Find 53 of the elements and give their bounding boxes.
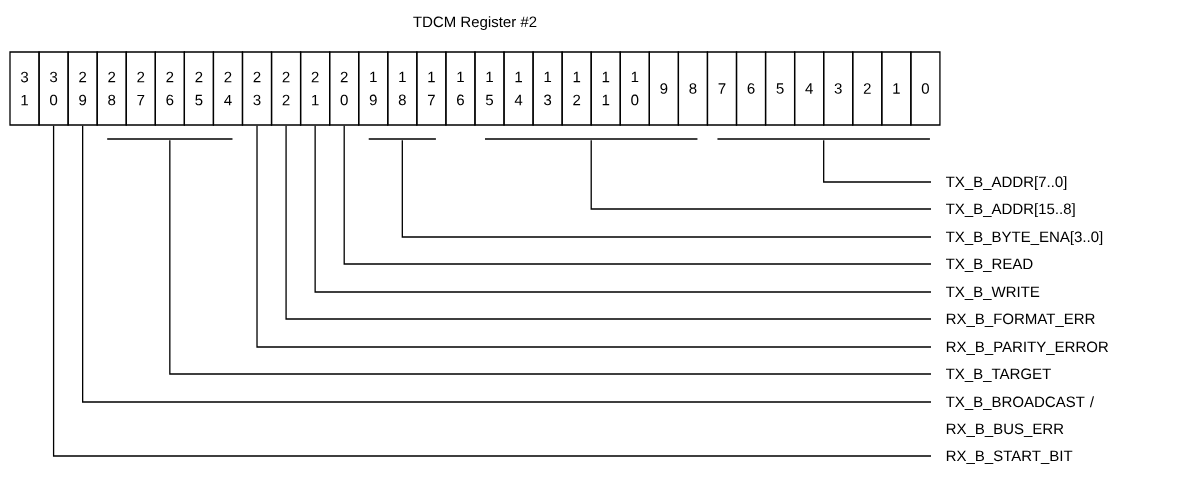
bit-cell: 1 8 [387, 51, 418, 126]
bit-cell: 1 3 [532, 51, 563, 126]
leader-line [169, 139, 932, 375]
leader-line [343, 125, 932, 265]
bit-cell: 2 [852, 51, 883, 126]
bit-cell: 7 [706, 51, 738, 126]
bit-cell: 3 1 [9, 51, 40, 126]
bit-cell: 1 [881, 51, 912, 126]
leader-line [401, 139, 932, 238]
bit-cell: 2 5 [183, 51, 215, 126]
field-label: TX_B_ADDR[15..8] [946, 203, 1075, 218]
leader-line [590, 139, 932, 210]
bit-cell: 5 [764, 51, 796, 126]
bit-cell: 1 5 [474, 51, 505, 126]
field-label: RX_B_FORMAT_ERR [946, 313, 1095, 327]
bit-cell: 9 [648, 51, 680, 126]
bit-cell: 8 [677, 51, 709, 126]
bit-cell: 0 [910, 51, 941, 126]
bit-cell: 1 7 [416, 51, 447, 126]
bit-cell: 2 6 [154, 51, 185, 126]
bit-cell: 4 [794, 51, 825, 126]
field-label: RX_B_PARITY_ERROR [946, 341, 1109, 355]
bit-cell: 2 0 [329, 51, 360, 126]
field-label: TX_B_READ [946, 258, 1033, 272]
bit-cell: 1 9 [358, 51, 389, 126]
bit-cell: 6 [735, 51, 767, 126]
bit-cell: 1 2 [561, 51, 592, 126]
bit-cell: 2 2 [270, 51, 302, 126]
bit-cell: 2 8 [96, 51, 127, 126]
field-label: TX_B_ADDR[7..0] [946, 176, 1067, 191]
leader-line [52, 125, 932, 457]
leader-line [314, 125, 932, 293]
bit-cell: 1 1 [590, 51, 621, 126]
bit-cell: 3 0 [38, 51, 69, 126]
leader-line [256, 125, 932, 348]
bit-cell: 1 6 [445, 51, 476, 126]
field-label: TX_B_TARGET [946, 368, 1051, 382]
bit-cell: 3 [823, 51, 854, 126]
title: TDCM Register #2 [413, 16, 537, 31]
bit-cell: 1 4 [503, 51, 534, 126]
field-label: RX_B_START_BIT [946, 450, 1073, 464]
bit-cell: 2 1 [299, 51, 331, 126]
bit-cell: 2 4 [212, 51, 244, 126]
field-label: TX_B_WRITE [946, 286, 1040, 300]
leader-line [82, 125, 932, 403]
bit-cell: 1 0 [619, 51, 650, 126]
bit-cell: 2 9 [67, 51, 98, 126]
bit-cell: 2 7 [125, 51, 156, 126]
bit-cell: 2 3 [241, 51, 273, 126]
leader-line [823, 139, 932, 183]
field-label: TX_B_BROADCAST / RX_B_BUS_ERR [946, 396, 1095, 437]
field-label: TX_B_BYTE_ENA[3..0] [946, 231, 1103, 246]
leader-line [285, 125, 932, 320]
